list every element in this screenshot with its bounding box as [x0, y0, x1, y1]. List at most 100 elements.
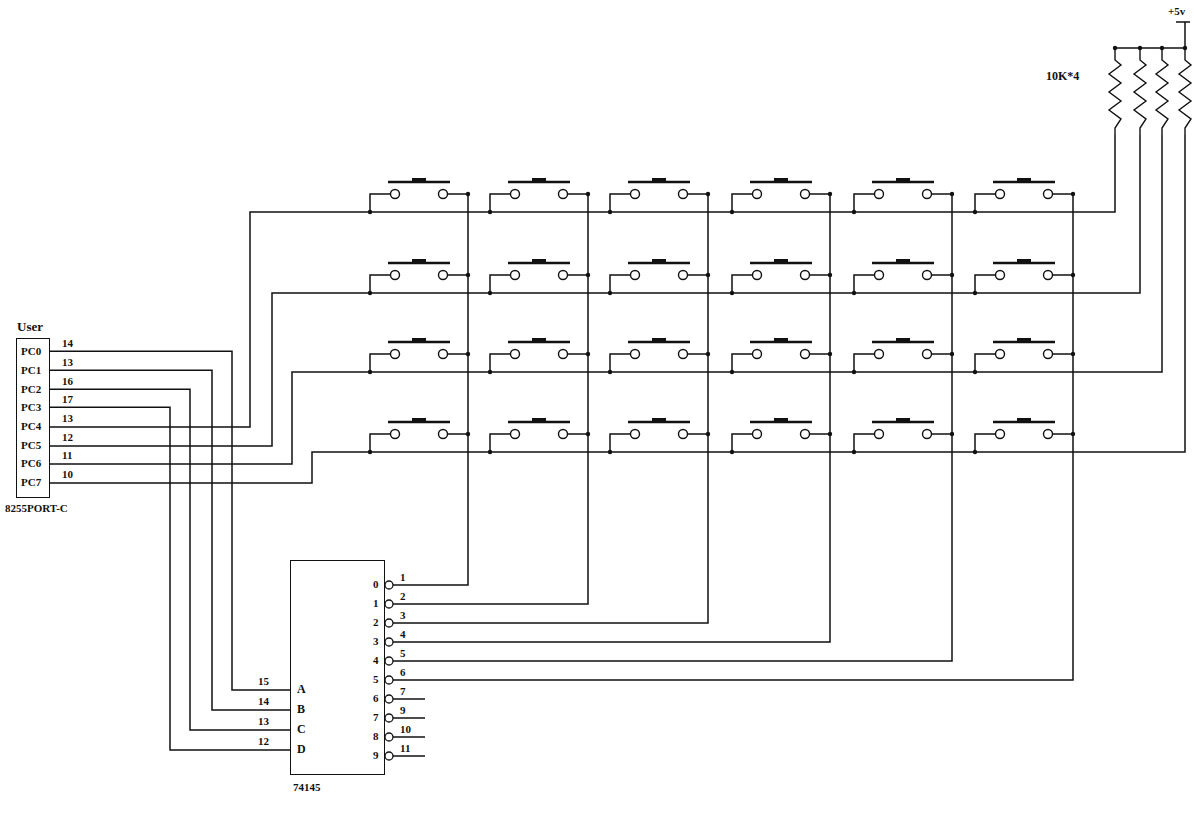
inverter-bubble — [385, 657, 393, 665]
junction-dot — [852, 370, 856, 374]
push-button — [490, 178, 588, 212]
pin-name: PC0 — [21, 345, 41, 358]
wire — [1176, 21, 1190, 23]
junction-dot — [1071, 273, 1075, 277]
pin-name: PC4 — [21, 420, 41, 433]
pin-name: PC2 — [21, 383, 41, 396]
wire — [50, 135, 1140, 446]
pin-number: 13 — [62, 412, 73, 425]
junction-dot — [950, 192, 954, 196]
wire — [393, 717, 425, 719]
junction-dot — [828, 273, 832, 277]
pin-name: PC6 — [21, 457, 41, 470]
junction-dot — [1071, 432, 1075, 436]
junction-dot — [706, 273, 710, 277]
junction-dot — [828, 192, 832, 196]
pin-name: C — [297, 723, 306, 737]
pin-number: 12 — [258, 735, 269, 748]
push-button — [610, 178, 708, 212]
pin-name: 5 — [373, 673, 379, 686]
junction-dot — [950, 273, 954, 277]
push-button — [610, 338, 708, 372]
junction-dot — [730, 450, 734, 454]
push-button — [370, 178, 468, 212]
resistor-symbol — [1156, 48, 1168, 135]
push-button — [370, 259, 468, 293]
push-button — [854, 338, 952, 372]
junction-dot — [586, 273, 590, 277]
junction-dot — [466, 192, 470, 196]
resistor-symbol — [1134, 48, 1146, 135]
junction-dot — [730, 291, 734, 295]
push-button — [490, 259, 588, 293]
junction-dot — [852, 291, 856, 295]
push-button — [854, 259, 952, 293]
junction-dot — [706, 192, 710, 196]
inverter-bubble — [385, 733, 393, 741]
push-button — [490, 338, 588, 372]
push-button — [732, 418, 830, 452]
junction-dot — [586, 352, 590, 356]
junction-dot — [973, 210, 977, 214]
junction-dot — [950, 352, 954, 356]
pin-name: B — [297, 703, 305, 717]
wire — [50, 135, 1115, 427]
pin-name: D — [297, 743, 306, 757]
push-button — [732, 178, 830, 212]
wire — [50, 135, 1185, 483]
wire — [393, 736, 425, 738]
wire — [393, 698, 425, 700]
pin-name: 9 — [373, 749, 379, 762]
pin-name: 2 — [373, 616, 379, 629]
pin-name: 8 — [373, 730, 379, 743]
junction-dot — [608, 291, 612, 295]
wire — [393, 194, 952, 661]
pin-number: 2 — [400, 590, 406, 603]
junction-dot — [852, 210, 856, 214]
junction-dot — [706, 352, 710, 356]
pin-name: A — [297, 683, 306, 697]
push-button — [370, 418, 468, 452]
pin-number: 4 — [400, 628, 406, 641]
junction-dot — [368, 210, 372, 214]
pin-number: 16 — [62, 375, 73, 388]
pin-name: User — [17, 320, 43, 335]
pin-number: 9 — [400, 704, 406, 717]
pin-number: 11 — [400, 742, 410, 755]
pin-name: 1 — [373, 597, 379, 610]
inverter-bubble — [385, 695, 393, 703]
pin-number: 13 — [258, 715, 269, 728]
supply-label: +5v — [1168, 5, 1185, 18]
push-button — [732, 259, 830, 293]
pin-number: 14 — [258, 695, 269, 708]
pin-name: PC1 — [21, 364, 41, 377]
junction-dot — [586, 192, 590, 196]
wire — [50, 135, 1162, 464]
wire — [393, 194, 830, 642]
pin-number: 10 — [62, 468, 73, 481]
pin-number: 11 — [62, 449, 72, 462]
junction-dot — [706, 432, 710, 436]
junction-dot — [973, 291, 977, 295]
inverter-bubble — [385, 600, 393, 608]
junction-dot — [608, 450, 612, 454]
pin-name: 6 — [373, 692, 379, 705]
junction-dot — [828, 352, 832, 356]
junction-dot — [828, 432, 832, 436]
inverter-bubble — [385, 752, 393, 760]
pin-name: 4 — [373, 654, 379, 667]
port-connector: UserPC0PC1PC2PC3PC4PC5PC6PC78255PORT-C — [16, 338, 50, 498]
wire — [393, 755, 425, 757]
pin-number: 5 — [400, 647, 406, 660]
pin-number: 14 — [62, 337, 73, 350]
push-button — [370, 338, 468, 372]
wire — [393, 194, 468, 585]
pin-name: PC7 — [21, 476, 41, 489]
junction-dot — [973, 370, 977, 374]
wire — [393, 194, 588, 604]
push-button — [975, 338, 1073, 372]
junction-dot — [608, 370, 612, 374]
pin-number: 13 — [62, 356, 73, 369]
junction-dot — [1071, 352, 1075, 356]
pin-name: 7 — [373, 711, 379, 724]
